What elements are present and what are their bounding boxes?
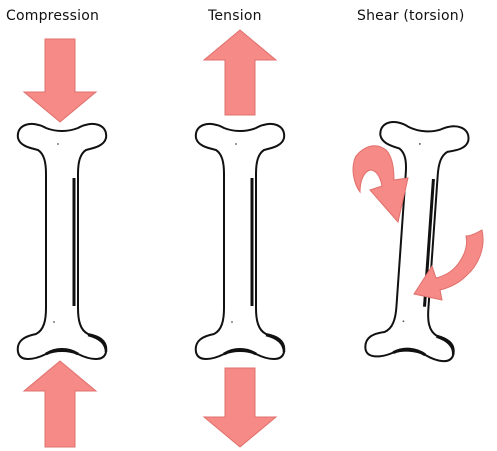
tension-bottom-arrow: [204, 368, 276, 447]
shear-top-curved-arrow-icon: [353, 146, 408, 222]
compression-top-arrow: [24, 39, 96, 122]
tension-top-arrow: [204, 30, 276, 115]
compression-bottom-arrow: [24, 361, 96, 447]
tension-bone-icon: [196, 124, 285, 359]
compression-bone-icon: [18, 124, 107, 359]
